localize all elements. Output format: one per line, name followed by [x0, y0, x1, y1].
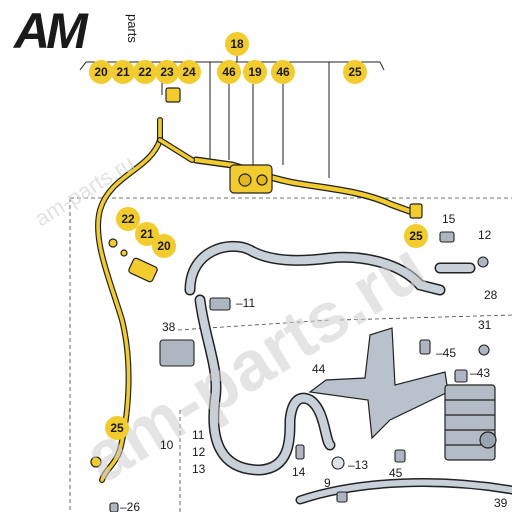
- callout-25-bottom[interactable]: 25: [105, 416, 129, 440]
- oil-cooler: [444, 384, 497, 461]
- small-hardware: [109, 231, 490, 512]
- label-13-list[interactable]: 13: [192, 462, 206, 476]
- callout-46-right[interactable]: 46: [271, 60, 295, 84]
- callout-25-right[interactable]: 25: [404, 224, 428, 248]
- callout-23[interactable]: 23: [155, 60, 179, 84]
- callout-46-left[interactable]: 46: [217, 60, 241, 84]
- callout-19[interactable]: 19: [243, 60, 267, 84]
- label-12[interactable]: 12: [478, 228, 492, 242]
- label-39[interactable]: 39: [494, 496, 508, 510]
- label-10[interactable]: 10: [160, 438, 174, 452]
- label-28[interactable]: 28: [484, 288, 498, 302]
- mounting-bracket: [308, 327, 449, 440]
- label-38[interactable]: 38: [162, 320, 176, 334]
- callout-20-side[interactable]: 20: [152, 234, 176, 258]
- label-13-right[interactable]: –13: [348, 458, 369, 472]
- label-44[interactable]: 44: [312, 362, 326, 376]
- assembly-frames: [69, 197, 512, 512]
- am-parts-logo: AM parts: [14, 3, 144, 59]
- label-45-bottom[interactable]: 45: [389, 466, 403, 480]
- label-31[interactable]: 31: [478, 318, 492, 332]
- label-43[interactable]: –43: [470, 366, 491, 380]
- label-12-list[interactable]: 12: [192, 445, 206, 459]
- label-9[interactable]: 9: [324, 476, 331, 490]
- callout-21[interactable]: 21: [111, 60, 135, 84]
- callout-22[interactable]: 22: [133, 60, 157, 84]
- expansion-valve: [229, 164, 273, 194]
- label-14[interactable]: 14: [292, 465, 306, 479]
- label-45-top[interactable]: –45: [436, 346, 457, 360]
- callout-18[interactable]: 18: [225, 32, 249, 56]
- callout-25-top[interactable]: 25: [343, 60, 367, 84]
- label-11-list[interactable]: 11: [192, 428, 205, 442]
- logo-suffix: parts: [125, 14, 140, 43]
- logo-brand: AM: [14, 3, 88, 59]
- label-26[interactable]: –26: [120, 500, 141, 514]
- label-11-right[interactable]: –11: [236, 296, 256, 310]
- line-clip-fitting: [90, 203, 423, 468]
- label-15[interactable]: 15: [442, 212, 456, 226]
- pressure-sender: [108, 87, 181, 283]
- coolant-hoses: [184, 240, 512, 505]
- callout-20[interactable]: 20: [89, 60, 113, 84]
- callout-24[interactable]: 24: [177, 60, 201, 84]
